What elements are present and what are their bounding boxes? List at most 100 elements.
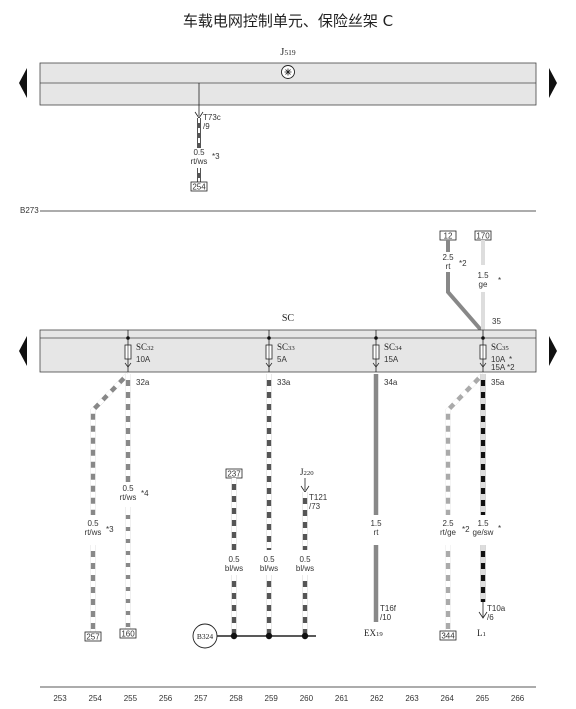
undefined: 0.5 [122,484,134,493]
prev-page-arrow-upper[interactable] [19,68,27,98]
ruler-label: 257 [194,694,208,703]
fuse-block-box [39,329,537,373]
fuse-output-label: 35a [491,378,505,387]
svg-text:*3: *3 [106,525,114,534]
terminal-254-label: 254 [192,183,206,192]
terminal-254[interactable] [190,181,208,192]
fuse-rating: 10A [136,355,151,364]
feed-ge-size: 1.5 [477,271,489,280]
unit-l1-label: L1 [477,628,486,638]
feed-ge-note: * [498,276,501,285]
splice-dot [265,632,273,640]
undefined: ge/sw [473,528,494,537]
fuse-output-label: 33a [277,378,291,387]
fuse-rating: 10A [491,355,506,364]
j519-label: J519 [280,47,295,58]
unit-j220-label: J220 [300,467,314,477]
undefined: rt/ge [440,528,457,537]
feed-ge-color: ge [479,280,488,289]
ruler-label: 265 [476,694,490,703]
unit-ex19-label: EX19 [364,628,383,638]
ruler-label: 260 [300,694,314,703]
feed-wire-rt [446,240,483,332]
divider-label: B273 [20,206,39,215]
svg-text:160: 160 [121,630,135,639]
wire-l1: 1.5ge/sw * T10a/6L1 [473,374,506,638]
ruler-label: 253 [53,694,67,703]
wire-160: 0.5rt/ws *4 160 [120,374,149,639]
svg-text:T121: T121 [309,493,328,502]
terminal-170-label: 170 [476,232,490,241]
feed-rt-size: 2.5 [442,253,454,262]
svg-text:*4: *4 [141,489,149,498]
undefined: rt [374,528,380,537]
ruler-label: 266 [511,694,525,703]
splice-dot [301,632,309,640]
fuse-output-label: 34a [384,378,398,387]
j519-unit-box [39,62,537,106]
ground-label: B324 [197,632,214,641]
prev-page-arrow-lower[interactable] [19,336,27,366]
fuse-name-sc33: SC33 [277,342,295,352]
feed-rt-note: *2 [459,259,467,268]
fuse-name-sc34: SC34 [384,342,402,352]
upper-wire-color: rt/ws [191,157,208,166]
upper-pin-label: T73c/9 [203,113,221,131]
ruler-label: 254 [89,694,103,703]
svg-text:*2: *2 [507,363,515,372]
undefined: rt/ws [120,493,137,502]
splice-dot [230,632,238,640]
ruler-label: 259 [265,694,279,703]
fuse-name-sc32: SC32 [136,342,154,352]
next-page-arrow-lower[interactable] [549,336,557,366]
svg-text:/10: /10 [380,613,392,622]
ruler-label: 255 [124,694,138,703]
upper-wire-size: 0.5 [193,148,205,157]
wire-257: 0.5rt/ws *3 257 [85,372,130,642]
svg-text:/73: /73 [309,502,321,511]
upper-wire-note: *3 [212,152,220,161]
undefined: 0.5 [87,519,99,528]
svg-text:T10a: T10a [487,604,506,613]
ruler-label: 262 [370,694,384,703]
svg-text:*2: *2 [462,525,470,534]
sc35-input-label: 35 [492,317,501,326]
ruler-label: 263 [405,694,419,703]
terminal-12-label: 12 [444,232,453,241]
ruler-label: 264 [441,694,455,703]
undefined: bl/ws [296,564,314,573]
svg-text:*: * [509,355,512,364]
undefined: 1.5 [477,519,489,528]
fuse-rating: 5A [277,355,287,364]
svg-text:257: 257 [86,633,100,642]
wire-sc33: 0.5bl/ws [260,374,278,634]
svg-text:/6: /6 [487,613,494,622]
undefined: 0.5 [228,555,240,564]
diagram-title: 车载电网控制单元、保险丝架 C [182,12,394,30]
svg-text:*: * [498,524,501,533]
fuse-rating-2: 15A [491,363,506,372]
fuse-sc33[interactable]: SC33 5A 33a [265,330,295,387]
fuse-rating: 15A [384,355,399,364]
undefined: 2.5 [442,519,454,528]
ruler-label: 261 [335,694,349,703]
undefined: 0.5 [299,555,311,564]
fuse-sc34[interactable]: SC34 15A 34a [372,330,402,387]
fuse-name-sc35: SC35 [491,342,509,352]
ruler-label: 258 [229,694,243,703]
next-page-arrow-upper[interactable] [549,68,557,98]
undefined: rt/ws [85,528,102,537]
wire-344: 2.5rt/ge *2 344 [439,372,485,641]
ruler-label: 256 [159,694,173,703]
svg-text:344: 344 [441,632,455,641]
undefined: 0.5 [263,555,275,564]
undefined: 1.5 [370,519,382,528]
undefined: bl/ws [225,564,243,573]
wire-237: 237 0.5bl/ws [225,468,243,634]
svg-text:237: 237 [227,470,241,479]
